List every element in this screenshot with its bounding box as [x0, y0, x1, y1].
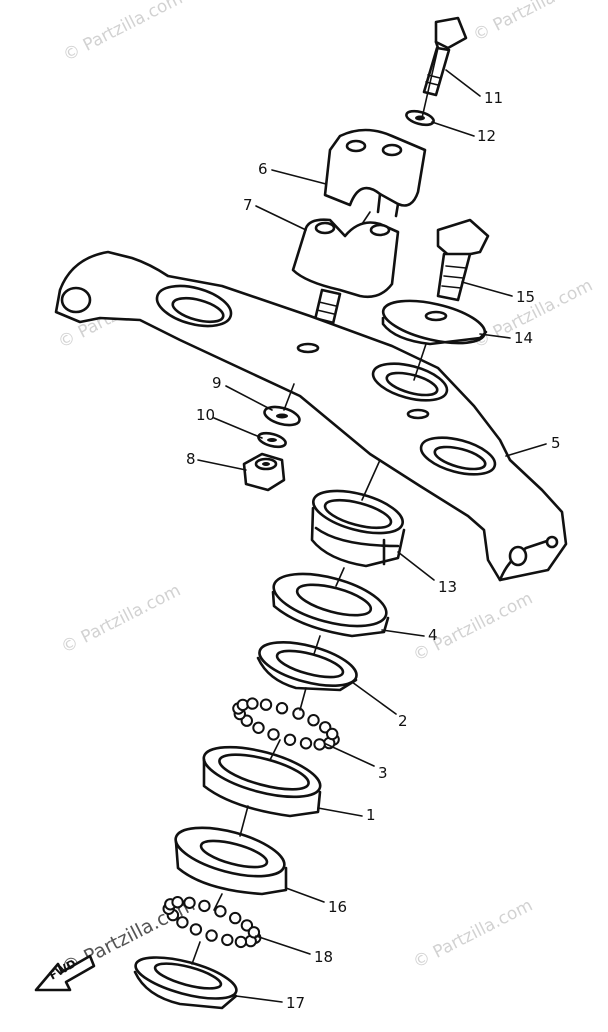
steel-ball — [198, 899, 211, 913]
callout-10: 10 — [196, 406, 215, 424]
nut-8 — [242, 452, 286, 492]
callout-2: 2 — [398, 712, 408, 730]
ball-race-16 — [174, 826, 288, 896]
steel-ball — [221, 933, 234, 947]
washer-12 — [405, 109, 435, 127]
callout-8: 8 — [186, 450, 196, 468]
bolt-15 — [436, 218, 490, 302]
ring-nut-13 — [310, 489, 406, 568]
steel-ball — [259, 698, 273, 711]
callout-6: 6 — [258, 160, 268, 178]
steel-ball — [283, 733, 297, 746]
leader-lines — [197, 69, 547, 1003]
steel-ball — [292, 707, 305, 720]
callout-13: 13 — [438, 578, 457, 596]
steering-crown-5 — [54, 250, 568, 582]
handlebar-holder-lower-7 — [291, 218, 400, 330]
handlebar-clamp-upper-6 — [323, 128, 427, 218]
callout-11: 11 — [484, 89, 503, 107]
ball-race-17 — [133, 956, 238, 1010]
steel-ball — [307, 714, 320, 727]
steel-ball — [189, 923, 203, 936]
steel-ball — [267, 728, 280, 741]
steel-balls-18 — [162, 896, 262, 949]
callout-16: 16 — [328, 898, 347, 916]
steel-ball — [275, 702, 289, 715]
steel-balls-3 — [232, 697, 340, 751]
callout-7: 7 — [243, 196, 253, 214]
callout-5: 5 — [551, 434, 561, 452]
steel-ball — [247, 926, 261, 939]
ball-race-1 — [202, 745, 322, 818]
lock-washer-10 — [257, 431, 287, 449]
callout-9: 9 — [212, 374, 222, 392]
steel-ball — [183, 896, 196, 909]
callout-12: 12 — [477, 127, 496, 145]
callout-3: 3 — [378, 764, 388, 782]
steel-ball — [252, 721, 265, 734]
ball-race-2 — [256, 641, 358, 692]
steel-ball — [326, 727, 339, 741]
forward-direction-arrow: FWD — [34, 954, 96, 992]
steel-ball — [299, 737, 313, 750]
steel-ball — [313, 738, 326, 751]
assembly-axis — [191, 47, 439, 965]
steel-ball — [171, 896, 184, 909]
callout-15: 15 — [516, 288, 535, 306]
steel-ball — [205, 929, 218, 942]
steel-ball — [234, 935, 248, 949]
steel-ball — [246, 697, 259, 710]
callout-18: 18 — [314, 948, 333, 966]
callout-17: 17 — [286, 994, 305, 1012]
callout-14: 14 — [514, 329, 533, 347]
washer-14 — [381, 299, 488, 346]
steel-ball — [229, 911, 242, 925]
ball-race-4 — [271, 572, 390, 638]
callout-1: 1 — [366, 806, 376, 824]
steel-ball — [214, 905, 227, 918]
steel-ball — [176, 916, 189, 929]
callout-4: 4 — [428, 626, 438, 644]
